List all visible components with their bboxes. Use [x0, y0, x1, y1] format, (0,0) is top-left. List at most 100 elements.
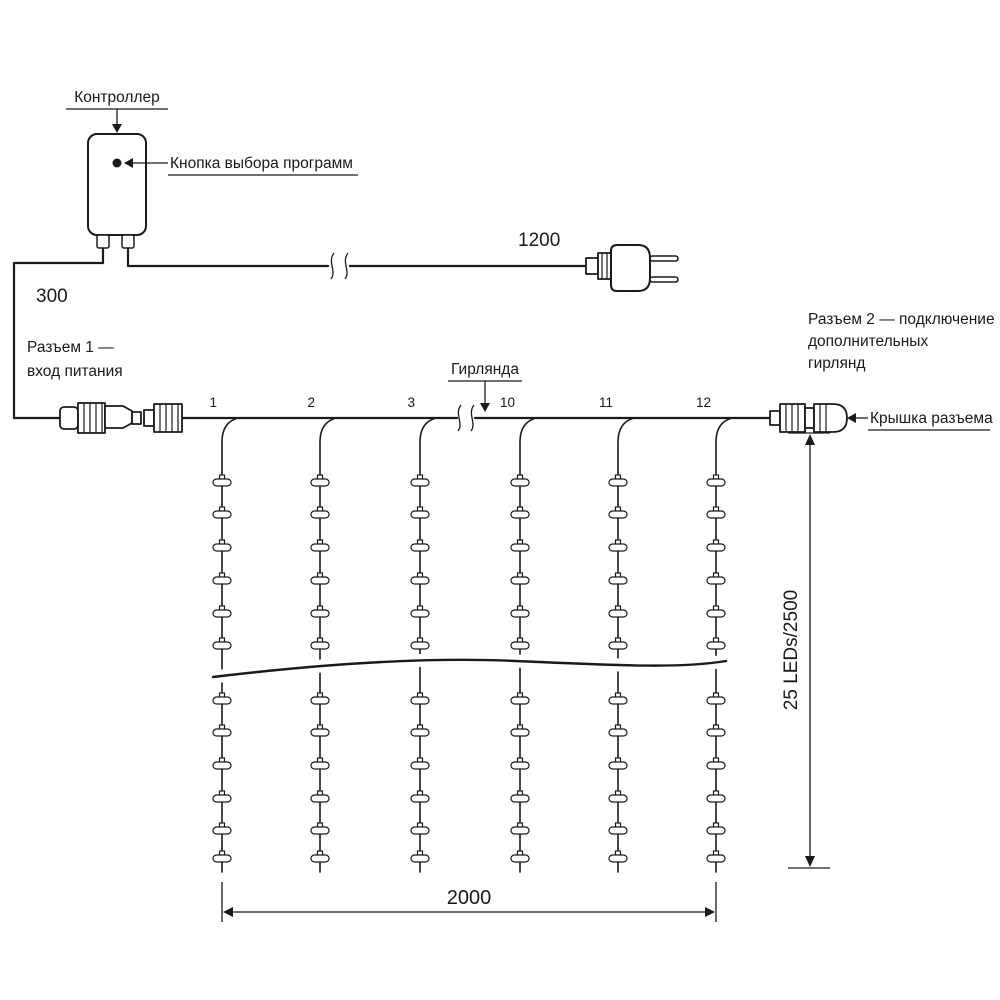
led-bulb: [706, 605, 726, 618]
string-number: 3: [407, 395, 415, 410]
connector1-nut-ridges: [83, 403, 103, 433]
led-bulb: [706, 850, 726, 863]
dimension-curtain-height: 25 LEDs/2500: [781, 432, 830, 869]
led-bulb: [706, 637, 726, 650]
led-bulb: [608, 539, 628, 552]
label-connector1: Разъем 1 — вход питания: [27, 339, 123, 380]
garland-break-mark: [457, 404, 462, 432]
plug-pin: [649, 276, 679, 283]
controller-terminal: [96, 234, 110, 249]
led-bulb: [510, 605, 530, 618]
led-bulb: [706, 822, 726, 835]
program-button-label: Кнопка выбора программ: [170, 155, 353, 172]
curtain-string: [319, 417, 337, 873]
led-bulb: [706, 506, 726, 519]
led-bulb: [608, 724, 628, 737]
curtain-strings: [221, 417, 733, 873]
dimension-controller-drop: 300: [36, 286, 68, 307]
connector1-cord-end: [59, 406, 79, 430]
led-bulb: [212, 692, 232, 705]
dim-1200: 1200: [518, 230, 560, 251]
connector2-body-ridges: [785, 404, 799, 432]
connector2-cap: [813, 403, 848, 433]
led-bulb: [608, 506, 628, 519]
curtain-string: [221, 417, 239, 873]
plug-collar: [597, 252, 613, 280]
led-bulb: [310, 474, 330, 487]
led-bulb: [310, 572, 330, 585]
plug-cord-grip: [585, 257, 599, 275]
led-bulb: [706, 724, 726, 737]
led-bulb: [706, 757, 726, 770]
led-bulb: [410, 724, 430, 737]
led-bulb: [212, 637, 232, 650]
led-bulb: [608, 474, 628, 487]
cord-break-mark: [344, 252, 349, 280]
led-bulb: [310, 757, 330, 770]
led-bulb: [212, 757, 232, 770]
led-bulb: [212, 822, 232, 835]
led-bulb: [608, 757, 628, 770]
string-number: 11: [599, 395, 613, 410]
led-bulb: [510, 692, 530, 705]
led-bulb: [410, 637, 430, 650]
led-bulb: [310, 539, 330, 552]
led-bulb: [706, 572, 726, 585]
connector2-label-line2: дополнительных: [808, 333, 928, 350]
led-bulb: [410, 757, 430, 770]
width-arrowhead-right: [705, 907, 715, 917]
dim-2000: 2000: [447, 887, 492, 909]
controller-label: Контроллер: [74, 89, 160, 106]
connector2-label-line1: Разъем 2 — подключение: [808, 311, 995, 328]
led-bulb: [410, 790, 430, 803]
led-bulb: [212, 474, 232, 487]
led-bulb: [310, 822, 330, 835]
connector1-socket-ridges: [159, 404, 179, 432]
led-bulb: [510, 506, 530, 519]
width-arrowhead-left: [223, 907, 233, 917]
connector1-tip: [131, 411, 142, 425]
led-bulb: [212, 724, 232, 737]
led-bulb: [510, 539, 530, 552]
led-bulb: [212, 605, 232, 618]
connector2-neck: [804, 407, 815, 429]
led-bulb: [510, 572, 530, 585]
callout-program-button: Кнопка выбора программ: [124, 155, 358, 176]
led-bulb: [706, 692, 726, 705]
string-number: 2: [307, 395, 315, 410]
led-bulb: [608, 790, 628, 803]
wiring: [12, 238, 772, 432]
plug-pin: [649, 255, 679, 262]
controller-arrowhead: [112, 124, 122, 133]
string-number: 1: [209, 395, 217, 410]
connector-1: [59, 402, 183, 434]
mains-plug: [585, 244, 679, 292]
dim-300: 300: [36, 286, 68, 307]
led-bulb: [410, 474, 430, 487]
connector-2: [769, 403, 848, 433]
power-input-wire: [12, 238, 105, 420]
connector1-taper: [104, 405, 133, 429]
led-bulb: [510, 474, 530, 487]
led-bulb: [608, 822, 628, 835]
plug-collar-ridges: [601, 253, 608, 279]
curtain-string: [617, 417, 635, 873]
plug-body: [610, 244, 651, 292]
curtain-string: [419, 417, 437, 873]
led-bulb: [212, 539, 232, 552]
led-bulb: [212, 572, 232, 585]
connector-cap-arrowhead: [847, 413, 856, 423]
led-bulb: [706, 790, 726, 803]
connector2-label-line3: гирлянд: [808, 355, 865, 372]
led-bulb: [310, 850, 330, 863]
led-bulb: [510, 790, 530, 803]
dimension-power-cord: 1200: [518, 230, 560, 251]
led-bulb: [310, 637, 330, 650]
controller-terminal: [121, 234, 135, 249]
connector-cap-label: Крышка разъема: [870, 410, 993, 427]
led-bulb: [706, 539, 726, 552]
led-bulb: [410, 539, 430, 552]
callout-garland: Гирлянда: [448, 361, 522, 412]
